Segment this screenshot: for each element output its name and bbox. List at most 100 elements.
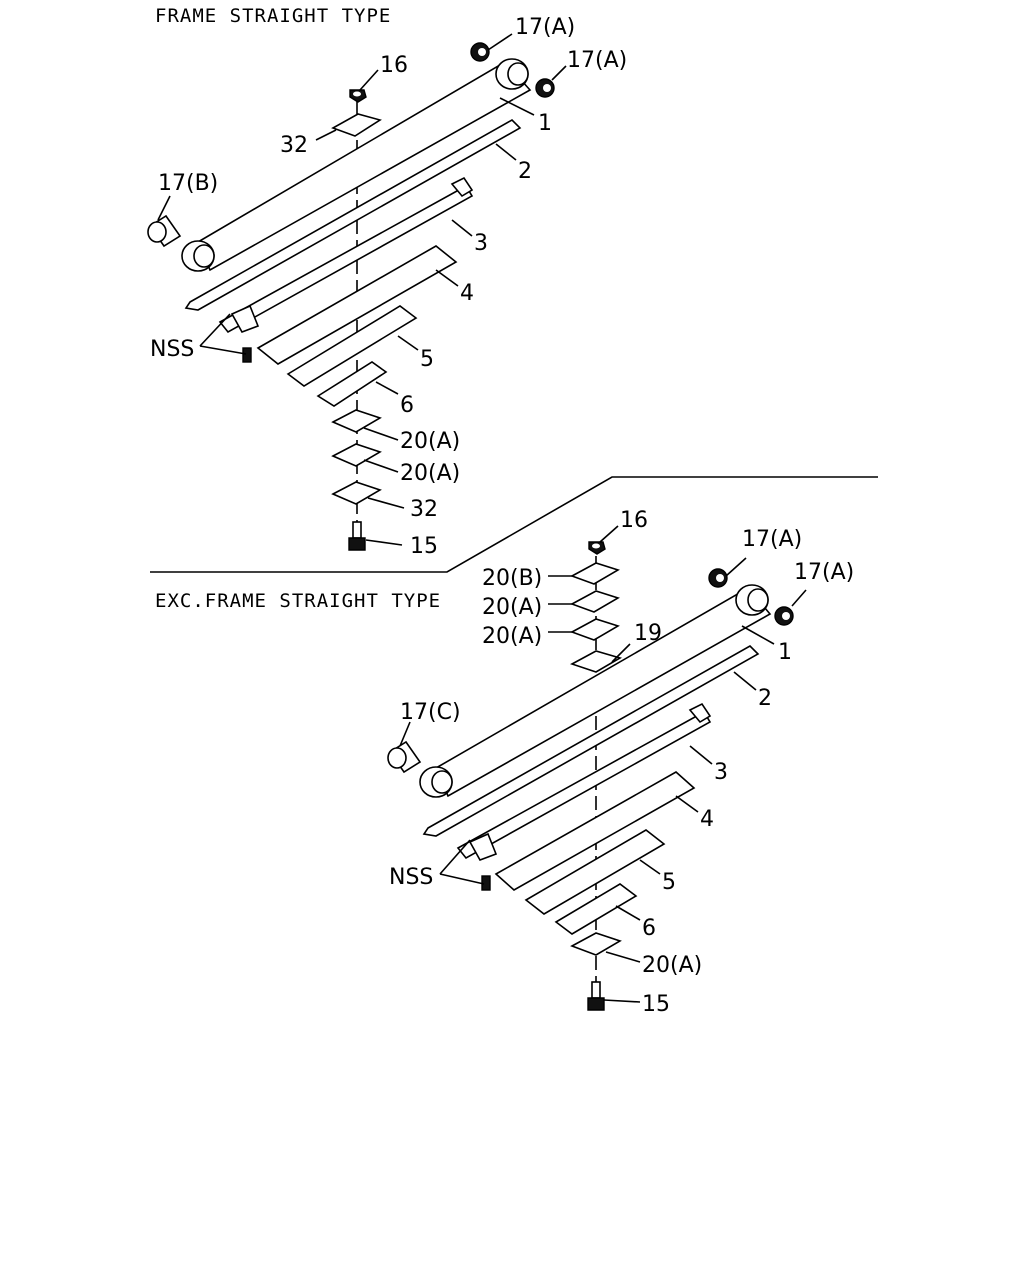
callout-20a: 20(A) [642, 953, 702, 978]
callout-17a: 17(A) [567, 48, 627, 73]
top-leaf-4 [256, 245, 458, 365]
leader [315, 129, 337, 141]
callout-17c: 17(C) [400, 700, 461, 725]
top-leaf-6 [316, 361, 388, 407]
callout-20a: 20(A) [482, 624, 542, 649]
callout-4: 4 [460, 281, 474, 306]
top-assembly: 16 17(A) 17(A) 32 1 2 17(B) 3 4 NSS 5 6 … [147, 15, 627, 559]
bottom-assembly: 16 17(A) 17(A) 20(B) 20(A) 20(A) 19 1 2 … [387, 508, 854, 1017]
callout-16: 16 [380, 53, 408, 78]
leader [363, 427, 399, 441]
leader [365, 539, 403, 546]
leader [199, 345, 247, 355]
top-leaf-2 [184, 119, 522, 311]
top-plate-32-lower [331, 481, 382, 505]
bottom-nut-16 [588, 541, 606, 555]
bottom-leaf-3 [456, 702, 712, 861]
bottom-plate-20a-2 [570, 618, 620, 641]
bottom-leaf-4 [494, 771, 696, 891]
leader [791, 589, 807, 607]
callout-20a: 20(A) [400, 461, 460, 486]
callout-20b: 20(B) [482, 566, 542, 591]
callout-6: 6 [400, 393, 414, 418]
callout-1: 1 [538, 111, 552, 136]
leader [199, 313, 231, 347]
top-nss-bolt [242, 347, 252, 363]
leader [375, 381, 399, 395]
callout-1: 1 [778, 640, 792, 665]
bottom-plate-20a-3 [570, 932, 622, 956]
leader [157, 195, 171, 221]
callout-32: 32 [410, 497, 438, 522]
callout-20a: 20(A) [482, 595, 542, 620]
leader [689, 745, 713, 765]
leader [397, 335, 419, 351]
leader [639, 859, 661, 875]
bottom-bushing-17c [387, 740, 422, 774]
leader [487, 33, 513, 51]
callout-3: 3 [714, 760, 728, 785]
callout-nss: NSS [150, 337, 194, 362]
leader [367, 497, 405, 509]
callout-16: 16 [620, 508, 648, 533]
bottom-leaf-2 [422, 645, 760, 837]
bottom-leaf-1 [419, 584, 772, 798]
bottom-bushing-17a-left [708, 568, 728, 588]
top-leaf-1 [181, 58, 532, 272]
callout-6: 6 [642, 916, 656, 941]
leader [439, 839, 471, 875]
callout-17a: 17(A) [742, 527, 802, 552]
callout-4: 4 [700, 807, 714, 832]
leader [611, 643, 631, 663]
callout-17a: 17(A) [515, 15, 575, 40]
callout-15: 15 [410, 534, 438, 559]
callout-32: 32 [280, 133, 308, 158]
leader [733, 671, 757, 691]
leader [741, 625, 775, 645]
top-bushing-17a-right [535, 78, 555, 98]
leader [451, 219, 473, 237]
section-divider [150, 476, 878, 573]
callout-3: 3 [474, 231, 488, 256]
leader [675, 795, 699, 813]
top-plate-20a-2 [331, 443, 382, 467]
leader [495, 143, 517, 161]
callout-nss: NSS [389, 865, 433, 890]
leader [603, 999, 641, 1003]
bottom-plate-20b [570, 562, 620, 585]
top-plate-20a-1 [331, 409, 382, 433]
top-leaf-3 [218, 176, 474, 334]
leader [363, 459, 399, 473]
leader [615, 905, 641, 921]
leader [599, 525, 619, 543]
leader [439, 873, 485, 885]
callout-5: 5 [662, 870, 676, 895]
top-nut-16 [349, 89, 367, 103]
leader [435, 269, 459, 287]
bottom-plate-20a-1 [570, 590, 620, 613]
top-bolt-15 [348, 521, 366, 551]
leader [551, 65, 567, 81]
bottom-leaf-6 [554, 883, 638, 935]
callout-15: 15 [642, 992, 670, 1017]
leader [725, 557, 747, 577]
callout-2: 2 [518, 159, 532, 184]
top-section-title: FRAME STRAIGHT TYPE [155, 5, 391, 27]
bottom-leaf-5 [524, 829, 666, 915]
top-bushing-17a-left [470, 42, 490, 62]
top-leaf-5 [286, 305, 418, 387]
leader [399, 721, 411, 747]
callout-2: 2 [758, 686, 772, 711]
callout-5: 5 [420, 347, 434, 372]
bottom-bushing-17a-right [774, 606, 794, 626]
callout-20a: 20(A) [400, 429, 460, 454]
bottom-bolt-15 [587, 981, 605, 1011]
leader [499, 97, 535, 116]
top-bushing-17b [147, 214, 182, 248]
callout-17a: 17(A) [794, 560, 854, 585]
leader [605, 951, 641, 963]
leader [359, 69, 379, 91]
top-plate-32-upper [331, 113, 382, 137]
